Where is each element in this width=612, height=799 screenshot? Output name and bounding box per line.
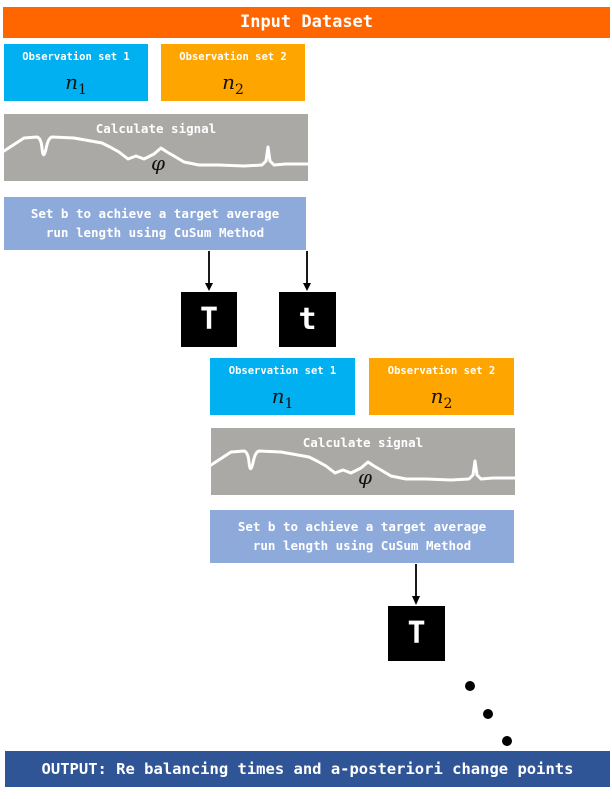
cusum-text-line-2-stage-2: run length using CuSum Method — [252, 538, 472, 553]
observation-set-2-box: Observation set 2 n2 — [161, 44, 305, 101]
t-upper-box: T — [181, 292, 237, 347]
observation-set-2-variable-stage-2: n2 — [430, 384, 453, 412]
phi-symbol: φ — [151, 151, 166, 175]
observation-set-2-title-stage-2: Observation set 2 — [387, 365, 496, 377]
signal-waveform-stage-2 — [211, 449, 515, 482]
calculate-signal-title: Calculate signal — [95, 121, 217, 136]
cusum-box: Set b to achieve a target average run le… — [4, 197, 306, 250]
observation-set-2-title: Observation set 2 — [179, 51, 287, 63]
cusum-text-line-1-stage-2: Set b to achieve a target average — [237, 519, 487, 534]
arrowhead-t-upper — [205, 283, 213, 291]
signal-waveform — [4, 135, 308, 168]
cusum-text-line-1: Set b to achieve a target average — [30, 206, 280, 221]
cusum-text-line-2: run length using CuSum Method — [45, 225, 265, 240]
continuation-dot-2 — [483, 709, 493, 719]
continuation-dot-3 — [502, 736, 512, 746]
arrowhead-t-upper-stage-2 — [412, 596, 420, 605]
phi-symbol-stage-2: φ — [358, 465, 373, 489]
observation-set-1-box-stage-2: Observation set 1 n1 — [210, 358, 355, 415]
observation-set-1-title-stage-2: Observation set 1 — [228, 365, 337, 377]
calculate-signal-title-stage-2: Calculate signal — [302, 435, 424, 450]
observation-set-1-box: Observation set 1 n1 — [4, 44, 148, 101]
continuation-dot-1 — [465, 681, 475, 691]
calculate-signal-box: Calculate signal φ — [4, 114, 308, 181]
cusum-box-stage-2: Set b to achieve a target average run le… — [210, 510, 514, 563]
arrowhead-t-lower — [303, 283, 311, 291]
t-upper-box-stage-2: T — [388, 606, 445, 661]
observation-set-2-box-stage-2: Observation set 2 n2 — [369, 358, 514, 415]
calculate-signal-box-stage-2: Calculate signal φ — [211, 428, 515, 495]
observation-set-2-variable: n2 — [222, 70, 244, 98]
observation-set-1-title: Observation set 1 — [22, 51, 130, 63]
observation-set-1-variable: n1 — [65, 70, 87, 98]
input-dataset-header: Input Dataset — [3, 7, 610, 38]
output-banner: OUTPUT: Re balancing times and a-posteri… — [5, 751, 610, 787]
t-lower-box: t — [279, 292, 336, 347]
observation-set-1-variable-stage-2: n1 — [271, 384, 294, 412]
